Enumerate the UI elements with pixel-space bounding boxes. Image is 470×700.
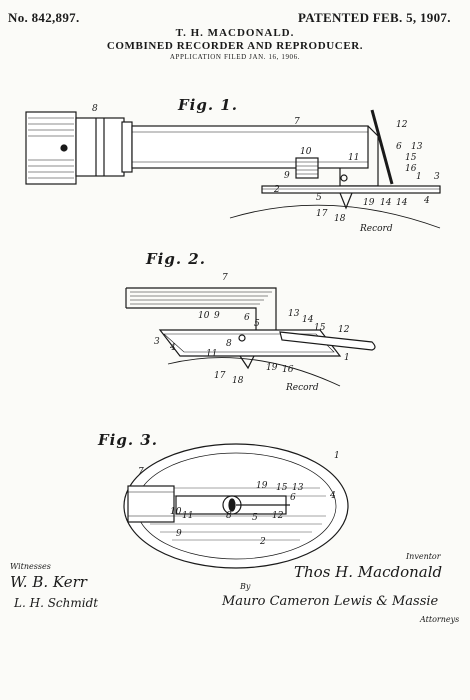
svg-text:7: 7: [222, 273, 228, 283]
inventor-label: Inventor: [406, 552, 441, 561]
attorneys-signature: Mauro Cameron Lewis & Massie: [222, 594, 439, 609]
svg-text:17: 17: [214, 371, 226, 381]
fig3-drawing: 7 1 19 15 13 4 6 10 11 12 5 9 2 8: [123, 443, 349, 569]
svg-text:19: 19: [266, 363, 278, 373]
svg-text:14: 14: [302, 315, 314, 325]
fig1-drawing: 8 7 12 6 13 15 16 1 3 10 11 9 2 5 19 14 …: [25, 104, 441, 234]
svg-text:10: 10: [170, 507, 182, 517]
svg-text:4: 4: [329, 491, 336, 501]
svg-text:9: 9: [284, 171, 290, 181]
patent-number: No. 842,897.: [8, 10, 80, 25]
svg-text:19: 19: [256, 481, 268, 491]
witnesses-label: Witnesses: [10, 562, 51, 571]
svg-text:12: 12: [272, 511, 284, 521]
svg-text:13: 13: [292, 483, 304, 493]
svg-text:8: 8: [92, 104, 98, 114]
svg-text:14: 14: [380, 198, 392, 208]
fig2-label: Fig. 2.: [146, 250, 206, 268]
witness-2-signature: L. H. Schmidt: [14, 596, 99, 610]
svg-text:5: 5: [252, 513, 258, 523]
svg-text:1: 1: [334, 451, 340, 461]
svg-text:15: 15: [314, 323, 326, 333]
fig1-label: Fig. 1.: [178, 96, 238, 114]
patented-date: PATENTED FEB. 5, 1907.: [298, 10, 451, 25]
svg-text:5: 5: [254, 319, 260, 329]
svg-text:5: 5: [316, 193, 322, 203]
inventor-signature: Thos H. Macdonald: [294, 563, 443, 581]
svg-text:3: 3: [154, 337, 160, 347]
application-filed: APPLICATION FILED JAN. 16, 1906.: [169, 53, 301, 61]
svg-text:1: 1: [416, 172, 422, 182]
svg-text:2: 2: [259, 537, 266, 547]
svg-text:15: 15: [405, 153, 417, 163]
svg-text:12: 12: [338, 325, 350, 335]
svg-text:4: 4: [169, 343, 176, 353]
fig3-label: Fig. 3.: [98, 431, 158, 449]
svg-text:7: 7: [138, 467, 144, 477]
svg-text:11: 11: [206, 349, 217, 359]
svg-text:15: 15: [276, 483, 288, 493]
svg-text:12: 12: [396, 120, 408, 130]
svg-text:11: 11: [182, 511, 193, 521]
svg-text:4: 4: [423, 196, 430, 206]
svg-text:19: 19: [363, 198, 375, 208]
by-label: By: [240, 582, 251, 591]
svg-text:8: 8: [226, 511, 232, 521]
svg-text:11: 11: [348, 153, 359, 163]
svg-text:9: 9: [214, 311, 220, 321]
svg-text:13: 13: [288, 309, 300, 319]
fig2-drawing: 7 10 9 6 5 13 14 15 12 3 4 11 8 17 18 19…: [125, 273, 376, 393]
patent-title: COMBINED RECORDER AND REPRODUCER.: [106, 40, 364, 52]
svg-text:6: 6: [396, 142, 402, 152]
svg-text:9: 9: [176, 529, 182, 539]
svg-text:1: 1: [344, 353, 350, 363]
svg-text:14: 14: [396, 198, 408, 208]
svg-text:16: 16: [282, 365, 294, 375]
svg-text:10: 10: [198, 311, 210, 321]
attorneys-label: Attorneys: [420, 615, 460, 624]
svg-text:6: 6: [244, 313, 250, 323]
svg-text:16: 16: [405, 164, 417, 174]
svg-text:7: 7: [294, 117, 300, 127]
svg-text:17: 17: [316, 209, 328, 219]
svg-text:2: 2: [273, 185, 280, 195]
inventor-name: T. H. MACDONALD.: [175, 27, 295, 39]
svg-text:10: 10: [300, 147, 312, 157]
svg-text:18: 18: [334, 214, 346, 224]
svg-text:Record: Record: [359, 224, 393, 234]
svg-text:6: 6: [290, 493, 296, 503]
svg-text:Record: Record: [285, 383, 319, 393]
svg-text:8: 8: [226, 339, 232, 349]
witness-1-signature: W. B. Kerr: [10, 573, 87, 591]
svg-text:3: 3: [434, 172, 440, 182]
svg-text:13: 13: [411, 142, 423, 152]
svg-text:18: 18: [232, 376, 244, 386]
